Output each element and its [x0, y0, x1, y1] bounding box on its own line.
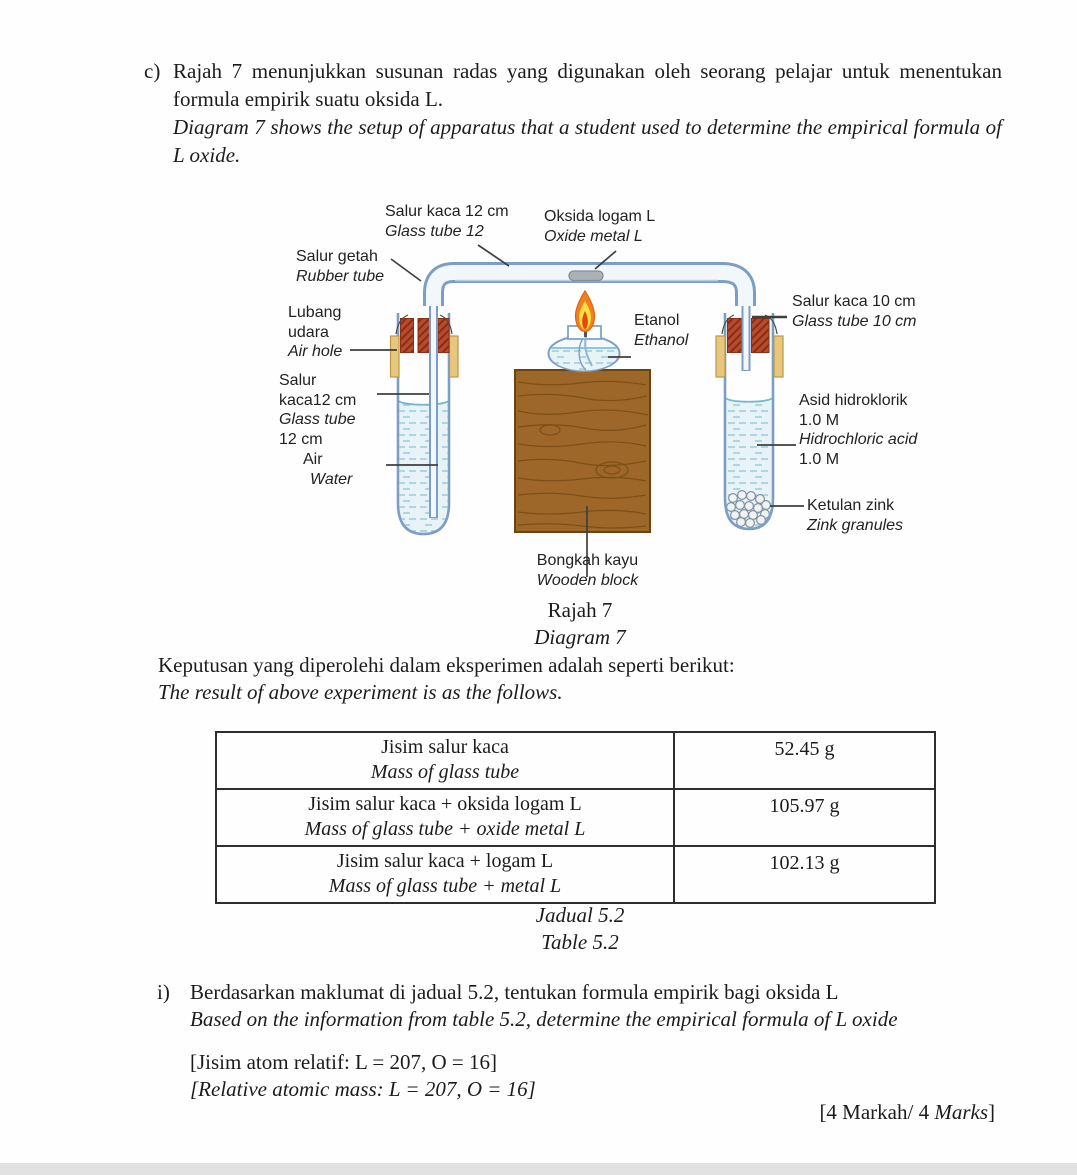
label-rubber-tube: Salur getah Rubber tube	[296, 248, 385, 285]
left-test-tube	[396, 313, 451, 536]
question-i-english: Based on the information from table 5.2,…	[190, 1007, 898, 1031]
apparatus-illustration	[350, 244, 804, 577]
question-c: c) Rajah 7 menunjukkan susunan radas yan…	[144, 57, 1002, 169]
mass-value: 105.97 g	[672, 788, 937, 847]
zinc-granules	[725, 490, 771, 528]
question-c-marker: c)	[144, 59, 161, 83]
flame	[574, 289, 596, 333]
left-stopper	[389, 314, 459, 378]
label-glass-tube-12-top: Salur kaca 12 cm Glass tube 12	[385, 203, 509, 240]
table-row: Jisim salur kaca Mass of glass tube 52.4…	[215, 731, 937, 790]
water-in-left-tube	[397, 400, 450, 533]
label-glass-tube-12-left: Salur kaca12 cm Glass tube 12 cm	[279, 372, 357, 448]
label-ethanol: Etanol Ethanol	[634, 312, 689, 349]
marks-allocation: [4 Markah/ 4 Marks]	[819, 1100, 995, 1124]
label-acid: Asid hidroklorik 1.0 M Hidrochloric acid…	[799, 392, 918, 468]
scan-edge-strip	[0, 1163, 1077, 1175]
question-c-english: Diagram 7 shows the setup of apparatus t…	[173, 115, 1002, 167]
mass-value: 52.45 g	[672, 731, 937, 790]
results-table: Jisim salur kaca Mass of glass tube 52.4…	[215, 731, 937, 904]
leader-lines	[350, 244, 804, 577]
table-row: Jisim salur kaca + oksida logam L Mass o…	[215, 788, 937, 847]
label-glass-tube-10: Salur kaca 10 cm Glass tube 10 cm	[792, 293, 917, 330]
spirit-lamp	[547, 322, 621, 372]
question-i-malay: Berdasarkan maklumat di jadual 5.2, tent…	[190, 980, 839, 1004]
label-zinc: Ketulan zink Zink granules	[807, 497, 904, 534]
question-c-malay: Rajah 7 menunjukkan susunan radas yang d…	[173, 59, 1002, 111]
diagram-7: Salur kaca 12 cm Glass tube 12 Oksida lo…	[279, 203, 918, 649]
wooden-block	[514, 369, 651, 533]
diagram-caption: Rajah 7 Diagram 7	[534, 598, 626, 649]
right-test-tube	[723, 313, 775, 531]
oxide-sample	[568, 270, 604, 282]
table-row: Jisim salur kaca + logam L Mass of glass…	[215, 845, 937, 904]
label-oxide-metal: Oksida logam L Oxide metal L	[544, 208, 656, 245]
label-water: Air Water	[303, 451, 353, 488]
label-wooden-block: Bongkah kayu Wooden block	[536, 552, 639, 589]
question-i-marker: i)	[157, 980, 170, 1004]
label-air-hole: Lubang udara Air hole	[288, 304, 343, 360]
mass-value: 102.13 g	[672, 845, 937, 904]
relative-atomic-mass: [Jisim atom relatif: L = 207, O = 16] [R…	[190, 1050, 536, 1101]
question-i: i) Berdasarkan maklumat di jadual 5.2, t…	[157, 979, 1017, 1033]
table-caption: Jadual 5.2 Table 5.2	[535, 903, 625, 954]
results-intro: Keputusan yang diperolehi dalam eksperim…	[158, 653, 735, 704]
